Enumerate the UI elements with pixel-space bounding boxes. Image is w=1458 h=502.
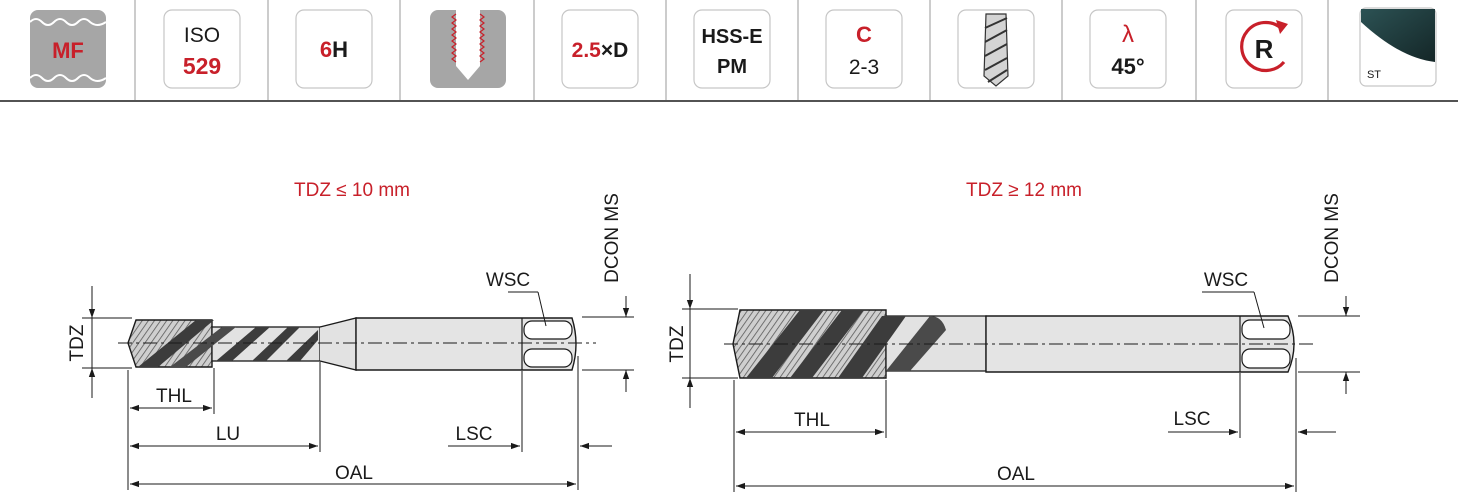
diagram-right: TDZ ≥ 12 mm — [667, 180, 1360, 492]
thread-type-text: MF — [52, 38, 84, 63]
cutting-direction-text: R — [1255, 34, 1274, 64]
depth-text: 2.5×D — [572, 39, 629, 62]
chamfer-icon: C 2-3 — [825, 9, 903, 89]
chamfer-letter: C — [856, 22, 872, 47]
dcon-label-right: DCON MS — [1322, 193, 1343, 283]
rotation-arrow-icon — [1240, 20, 1286, 73]
tap-left — [118, 317, 596, 371]
tdz-label-left: TDZ — [67, 324, 88, 361]
tdz-label-right: TDZ — [667, 325, 688, 362]
tdz-dim-right — [682, 274, 738, 408]
tolerance-icon: 6H — [295, 9, 373, 89]
material-line1: HSS-E — [701, 26, 762, 48]
standard-icon: ISO 529 — [163, 9, 241, 89]
thl-label-right: THL — [794, 410, 830, 431]
helix-angle-icon: λ 45° — [1089, 9, 1167, 89]
dcon-dim-left — [582, 296, 634, 392]
dcon-label-left: DCON MS — [602, 193, 623, 283]
diagram-left: TDZ ≤ 10 mm — [67, 180, 634, 490]
spiral-flute-tap-icon — [957, 9, 1035, 89]
dcon-dim-right — [1298, 296, 1360, 394]
lsc-label-left: LSC — [456, 424, 493, 445]
shank-left — [355, 317, 577, 371]
wsc-label-right: WSC — [1204, 270, 1248, 291]
icon-strip: MF ISO 529 6H 2.5×D HSS-E PM — [0, 0, 1458, 102]
square-drive-left — [523, 320, 573, 340]
lu-label-left: LU — [216, 424, 240, 445]
coating-text: ST — [1367, 69, 1381, 81]
depth-icon: 2.5×D — [561, 9, 639, 89]
cutting-direction-icon: R — [1225, 9, 1303, 89]
oal-label-right: OAL — [997, 464, 1035, 485]
standard-number: 529 — [183, 53, 221, 79]
threaded-blind-hole-icon — [430, 10, 506, 88]
thl-label-left: THL — [156, 386, 192, 407]
spiral-flutes-left — [138, 320, 318, 367]
diagram-right-title: TDZ ≥ 12 mm — [966, 180, 1082, 201]
coating-icon: ST — [1359, 7, 1437, 87]
material-icon: HSS-E PM — [693, 9, 771, 89]
diagram-left-title: TDZ ≤ 10 mm — [294, 180, 410, 201]
thread-type-icon: MF — [29, 10, 107, 88]
helix-symbol: λ — [1122, 21, 1134, 48]
tap-right — [724, 309, 1316, 379]
wsc-label-left: WSC — [486, 270, 530, 291]
helix-value: 45° — [1111, 54, 1144, 79]
tolerance-text: 6H — [320, 37, 348, 62]
shank-right — [985, 315, 1295, 373]
lsc-label-right: LSC — [1174, 409, 1211, 430]
standard-name: ISO — [184, 24, 220, 47]
chamfer-range: 2-3 — [849, 56, 879, 79]
oal-label-left: OAL — [335, 463, 373, 484]
tdz-dim-left — [82, 286, 132, 398]
square-drive-right — [1241, 319, 1291, 340]
strip-dividers — [134, 0, 1329, 100]
material-line2: PM — [717, 56, 747, 78]
